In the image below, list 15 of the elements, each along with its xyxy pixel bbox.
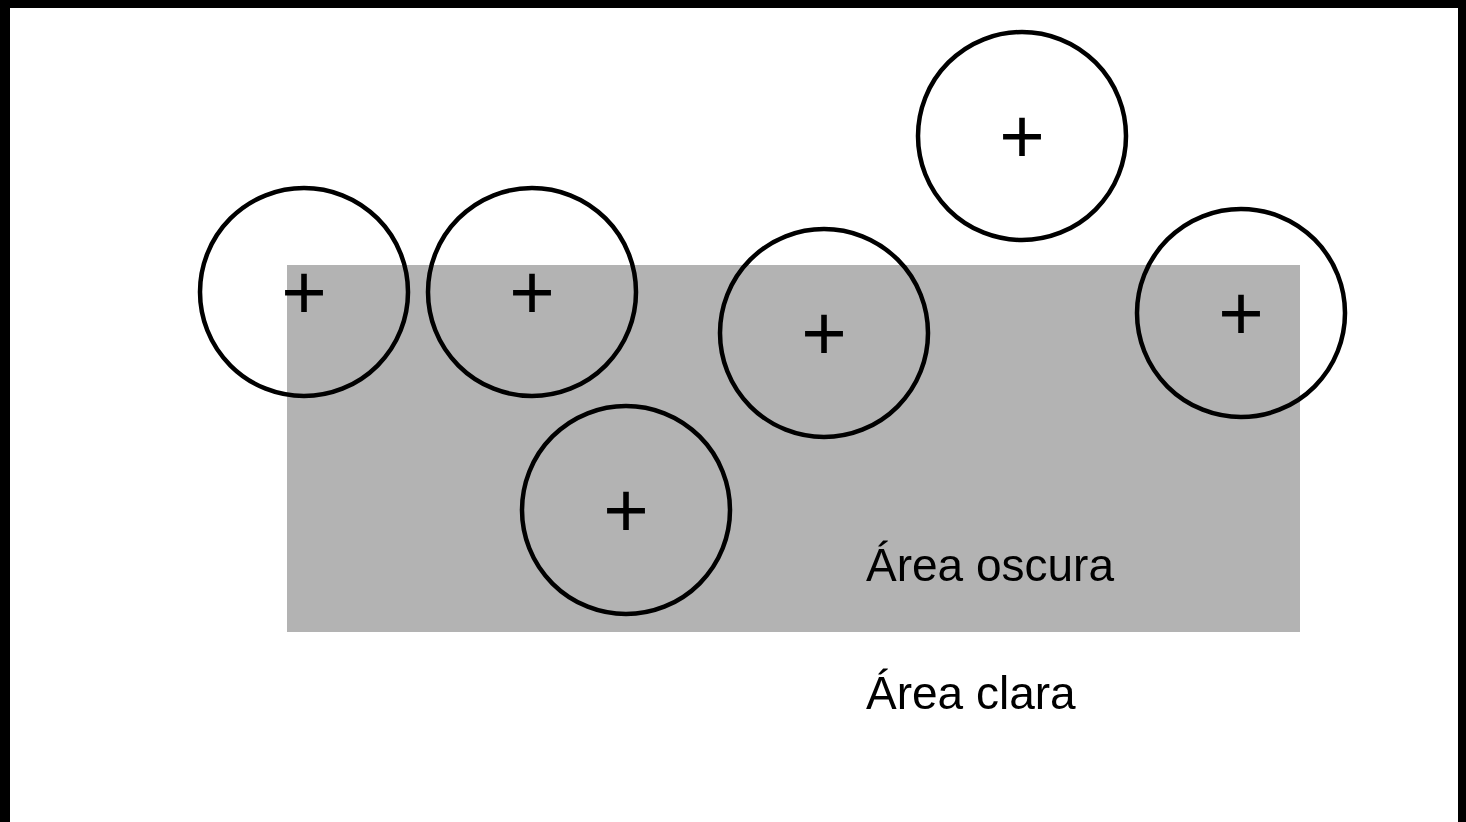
circle-outline: [915, 29, 1129, 243]
plus-sign: +: [1218, 274, 1264, 352]
circle-outline: [425, 185, 639, 399]
plus-sign: +: [603, 471, 649, 549]
circle-outline: [717, 226, 931, 440]
plus-sign: +: [801, 294, 847, 372]
area-label: Área oscura: [866, 542, 1114, 588]
plus-sign: +: [999, 97, 1045, 175]
plus-sign: +: [281, 253, 327, 331]
circle-outline: [1134, 206, 1348, 420]
plus-sign: +: [509, 253, 555, 331]
circle-outline: [519, 403, 733, 617]
circle-outline: [197, 185, 411, 399]
area-label: Área clara: [866, 670, 1076, 716]
shaded-area: [287, 265, 1300, 632]
